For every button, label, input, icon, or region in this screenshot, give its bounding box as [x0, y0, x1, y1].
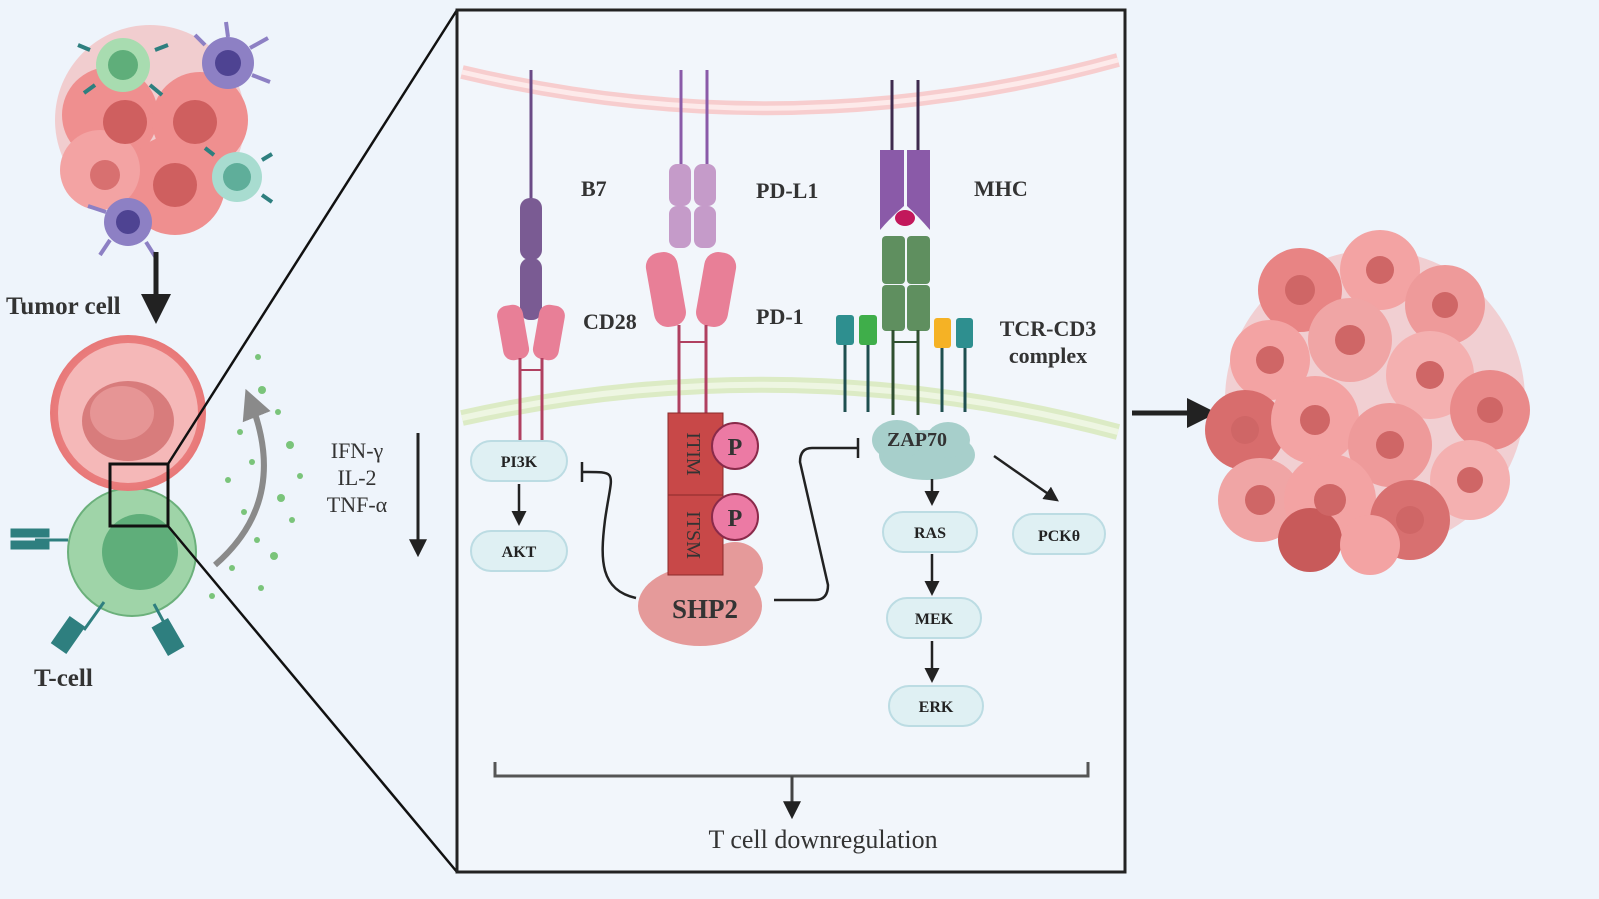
phospho-1: P: [711, 422, 759, 470]
tcr-cd3-complex: [836, 236, 973, 415]
ras-node: RAS: [882, 511, 978, 553]
tumor-mass: [1205, 230, 1530, 575]
dendritic-cell-1: [193, 21, 271, 89]
zoom-panel: [455, 8, 1127, 874]
akt-node: AKT: [470, 530, 568, 572]
b7-receptor: [520, 70, 542, 320]
cytokine-release-arrow: [213, 388, 271, 568]
cytokine-particles: [209, 354, 303, 599]
zoom-region-box: [108, 462, 170, 528]
erk-label: ERK: [919, 699, 954, 716]
pd-1-receptor: [645, 252, 737, 415]
pd-l1-receptor: [669, 70, 716, 248]
pi3k-node: PI3K: [470, 440, 568, 482]
itim-label: ITIM: [682, 432, 704, 476]
pckq-label: PCKθ: [1038, 528, 1080, 545]
erk-node: ERK: [888, 685, 984, 727]
mhc-label: MHC: [974, 176, 1028, 201]
tumor-cell-label: Tumor cell: [6, 293, 121, 320]
cd28-label: CD28: [583, 309, 637, 334]
zap70-label: ZAP70: [887, 429, 947, 451]
akt-label: AKT: [502, 544, 537, 561]
pckq-node: PCKθ: [1012, 513, 1106, 555]
cd28-receptor: [497, 304, 565, 440]
phospho-2: P: [711, 493, 759, 541]
pi3k-label: PI3K: [501, 454, 538, 471]
cytokine-il-2: IL-2: [337, 465, 376, 490]
shp2-label: SHP2: [672, 594, 738, 624]
t-cell: [10, 487, 197, 657]
mek-label: MEK: [915, 611, 954, 628]
zoom-line-top: [166, 9, 459, 465]
tcell-membrane-inner: [461, 381, 1119, 435]
tcr-cd3-label-line2: complex: [1009, 343, 1087, 368]
shp2-inhibits-zap70: [774, 446, 858, 602]
tcr-cd3-label-line1: TCR-CD3: [1000, 316, 1097, 341]
zap70-blob: [872, 420, 975, 480]
zoom-line-bottom: [167, 525, 458, 873]
t-cell-label: T-cell: [34, 665, 93, 692]
cytokine-ifn-gamma: IFN-γ: [331, 438, 384, 463]
immune-cell-green-1: [77, 38, 169, 97]
phospho-1-label: P: [728, 435, 743, 461]
mek-node: MEK: [886, 597, 982, 639]
outcome-label: T cell downregulation: [708, 825, 937, 854]
shp2-inhibits-pi3k: [581, 470, 637, 600]
zap70-to-pckq-arrow: [993, 454, 1059, 502]
cytokine-tnf-alpha: TNF-α: [327, 492, 388, 517]
immune-cell-green-2: [203, 146, 274, 204]
tumor-membrane-inner: [461, 57, 1119, 111]
pd-1-label: PD-1: [756, 304, 804, 329]
contacting-tumor-cell: [50, 335, 206, 491]
phospho-2-label: P: [728, 506, 743, 532]
pd-l1-label: PD-L1: [756, 178, 818, 203]
itsm-label: ITSM: [682, 511, 704, 559]
mhc-receptor: [880, 80, 930, 230]
ras-label: RAS: [914, 525, 946, 542]
b7-label: B7: [581, 176, 607, 201]
dendritic-cell-2: [87, 198, 158, 260]
